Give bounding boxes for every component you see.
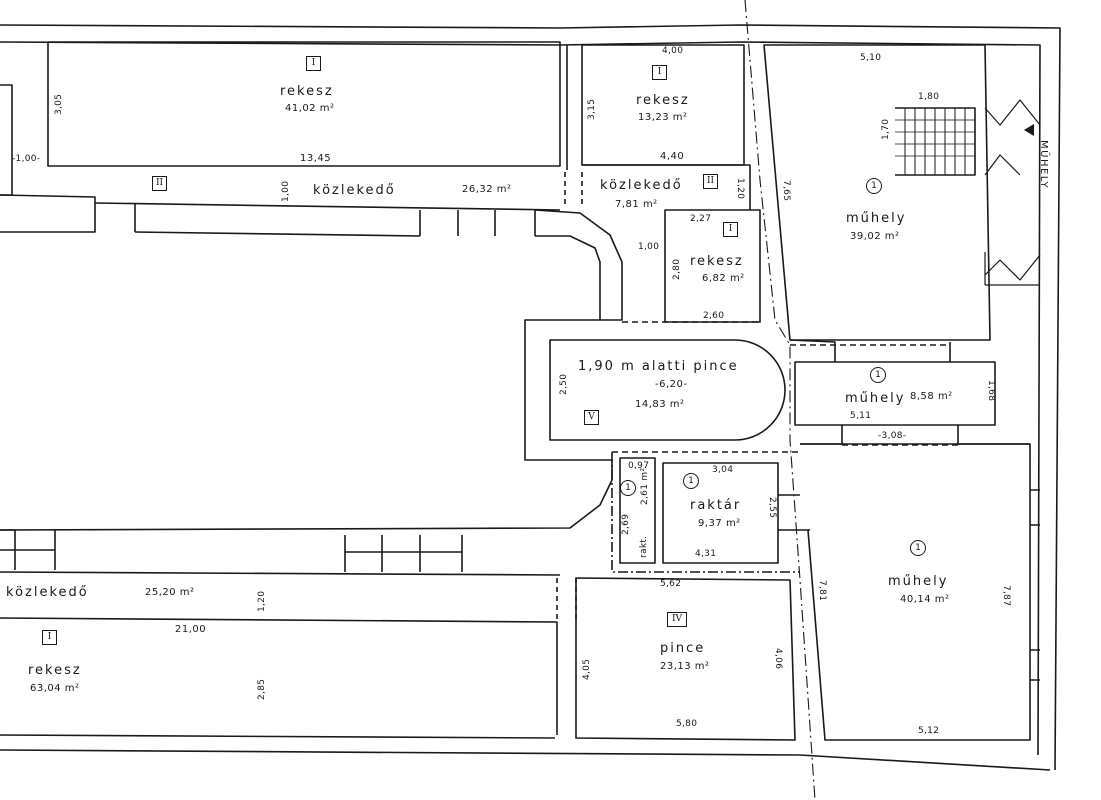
outer-wall-bottom xyxy=(0,749,1051,771)
dim-p2-r: 4,06 xyxy=(773,648,783,670)
label-rk2-area: 2,61 m² xyxy=(640,467,650,505)
mark-rk2: 1 xyxy=(620,480,636,496)
mark-p1: V xyxy=(584,410,599,425)
mark-r1: I xyxy=(306,56,321,71)
label-p2-name: pince xyxy=(660,641,706,656)
label-m3-name: műhely xyxy=(888,574,949,589)
dim-rk1-bot: 4,31 xyxy=(695,549,717,559)
label-r3-name: rekesz xyxy=(690,254,744,269)
mark-m2: 1 xyxy=(870,367,886,383)
inner-wall-top xyxy=(0,41,1041,756)
label-rk2-name: rakt. xyxy=(639,535,649,558)
mark-r3: I xyxy=(723,222,738,237)
dim-rk1-l: 2,69 xyxy=(621,513,631,535)
dim-r2-top: 4,00 xyxy=(662,46,684,56)
side-label: MŰHELY xyxy=(1038,140,1049,190)
room-muhely-3-outline xyxy=(800,443,1031,741)
axis-line xyxy=(744,0,816,800)
room-muhely-2-outline xyxy=(794,361,996,426)
label-r4-area: 63,04 m² xyxy=(30,683,80,694)
label-p1-area: 14,83 m² xyxy=(635,399,685,410)
dim-rk1-top: 3,04 xyxy=(712,465,734,475)
label-rk1-name: raktár xyxy=(690,498,742,513)
dim-m1-h: 7,65 xyxy=(781,180,791,202)
room-pince-2-outline xyxy=(575,577,796,741)
dim-m3-r: 7,87 xyxy=(1001,585,1011,607)
mark-p2: IV xyxy=(667,612,687,627)
dim-p2-l: 4,05 xyxy=(582,658,592,680)
dim-m2-h: 1,68 xyxy=(986,380,996,402)
room-pince-1-outline xyxy=(549,339,786,441)
outer-wall-top xyxy=(0,24,1061,771)
mark-k1: II xyxy=(152,176,167,191)
dim-stair-h: 1,70 xyxy=(881,118,891,140)
dim-r4-w: 21,00 xyxy=(175,624,207,635)
dim-m3-l: 7,81 xyxy=(817,580,827,602)
dim-r1-h: 3,05 xyxy=(54,93,64,115)
room-muhely-1-outline xyxy=(763,44,991,341)
label-r1-name: rekesz xyxy=(280,84,334,99)
dim-r3-bot: 2,60 xyxy=(703,311,725,321)
label-m1-name: műhely xyxy=(846,211,907,226)
dim-r3-top: 2,27 xyxy=(690,214,712,224)
label-k1-name: közlekedő xyxy=(313,183,396,198)
dim-p1-w: -6,20- xyxy=(655,379,688,390)
label-r4-name: rekesz xyxy=(28,663,82,678)
label-r1-area: 41,02 m² xyxy=(285,103,335,114)
label-m2-area: 8,58 m² xyxy=(910,391,953,402)
dim-p1-h: 2,50 xyxy=(559,373,569,395)
dim-r3-h: 2,80 xyxy=(672,258,682,280)
room-rekesz-1-outline xyxy=(47,41,561,167)
north-arrow-icon xyxy=(1024,124,1034,136)
dim-rk2-top: 0,97 xyxy=(628,461,650,471)
dim-p2-bot: 5,80 xyxy=(676,719,698,729)
dim-rk1-h: 2,55 xyxy=(767,497,777,519)
dim-k2: 1,20 xyxy=(735,178,745,200)
dim-k3: 1,20 xyxy=(257,590,267,612)
dim-r1-w: 13,45 xyxy=(300,153,332,164)
label-r2-name: rekesz xyxy=(636,93,690,108)
label-k3-area: 25,20 m² xyxy=(145,587,195,598)
label-m1-area: 39,02 m² xyxy=(850,231,900,242)
label-p1-name: 1,90 m alatti pince xyxy=(578,359,739,374)
dim-m3-bot: 5,12 xyxy=(918,726,940,736)
dim-k1: 1,00 xyxy=(281,180,291,202)
label-m2-name: műhely xyxy=(845,391,906,406)
dim-p2-top: 5,62 xyxy=(660,579,682,589)
dim-m1-top: 5,10 xyxy=(860,53,882,63)
room-raktar-outline xyxy=(662,462,779,564)
label-k3-name: közlekedő xyxy=(6,585,89,600)
label-p2-area: 23,13 m² xyxy=(660,661,710,672)
inner-wall-bottom xyxy=(0,734,556,739)
mark-r2: I xyxy=(652,65,667,80)
dim-r2-bot: 4,40 xyxy=(660,151,685,162)
mark-r4: I xyxy=(42,630,57,645)
label-m3-area: 40,14 m² xyxy=(900,594,950,605)
dim-m2-w2: -3,08- xyxy=(878,431,907,441)
label-r3-area: 6,82 m² xyxy=(702,273,745,284)
dim-stair-w: 1,80 xyxy=(918,92,940,102)
label-rk1-area: 9,37 m² xyxy=(698,518,741,529)
dim-r2-h: 3,15 xyxy=(587,98,597,120)
mark-rk1: 1 xyxy=(683,473,699,489)
corridor-top-wall xyxy=(0,194,96,233)
label-r2-area: 13,23 m² xyxy=(638,112,688,123)
dim-m2-w: 5,11 xyxy=(850,411,872,421)
dim-r4-h: 2,85 xyxy=(257,678,267,700)
label-k2-name: közlekedő xyxy=(600,178,683,193)
mark-m3: 1 xyxy=(910,540,926,556)
dim-r1-l: -1,00- xyxy=(12,154,41,164)
mark-k2: II xyxy=(703,174,718,189)
label-k1-area: 26,32 m² xyxy=(462,184,512,195)
corridor-bottom-wall xyxy=(0,571,561,576)
room-rekesz-4-outline xyxy=(0,617,558,735)
label-k2-area: 7,81 m² xyxy=(615,199,658,210)
room-rakt-outline xyxy=(619,457,656,564)
dim-r3-l: 1,00 xyxy=(638,242,660,252)
mark-m1: 1 xyxy=(866,178,882,194)
